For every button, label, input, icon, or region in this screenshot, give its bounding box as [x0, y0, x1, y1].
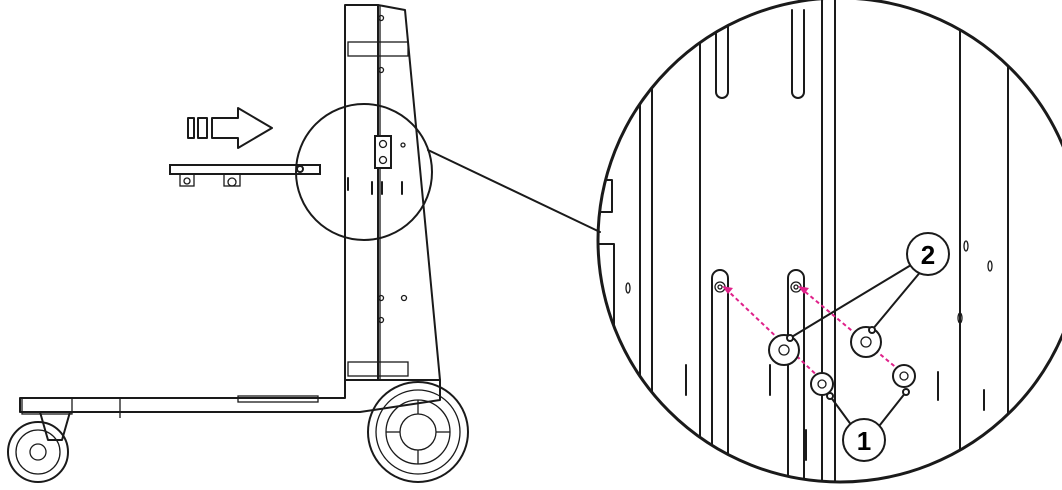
callout-2-label: 2 — [921, 240, 935, 270]
detail-marker-circle — [295, 103, 433, 241]
fastener-screw-icon — [892, 364, 916, 388]
castor-wheel-icon — [7, 411, 71, 483]
washer-icon — [850, 326, 882, 358]
callout-2: 2 — [906, 232, 950, 276]
rear-wheel — [367, 381, 469, 483]
direction-arrow-icon — [187, 107, 273, 149]
callout-1: 1 — [842, 418, 886, 462]
trolley-side-view — [7, 4, 601, 483]
fastener-screw-icon — [810, 372, 834, 396]
detail-view: 2 1 — [596, 0, 1062, 484]
shelf-part — [169, 164, 321, 187]
callout-leaders — [786, 261, 923, 431]
washer-icon — [768, 334, 800, 366]
callout-1-label: 1 — [857, 426, 871, 456]
